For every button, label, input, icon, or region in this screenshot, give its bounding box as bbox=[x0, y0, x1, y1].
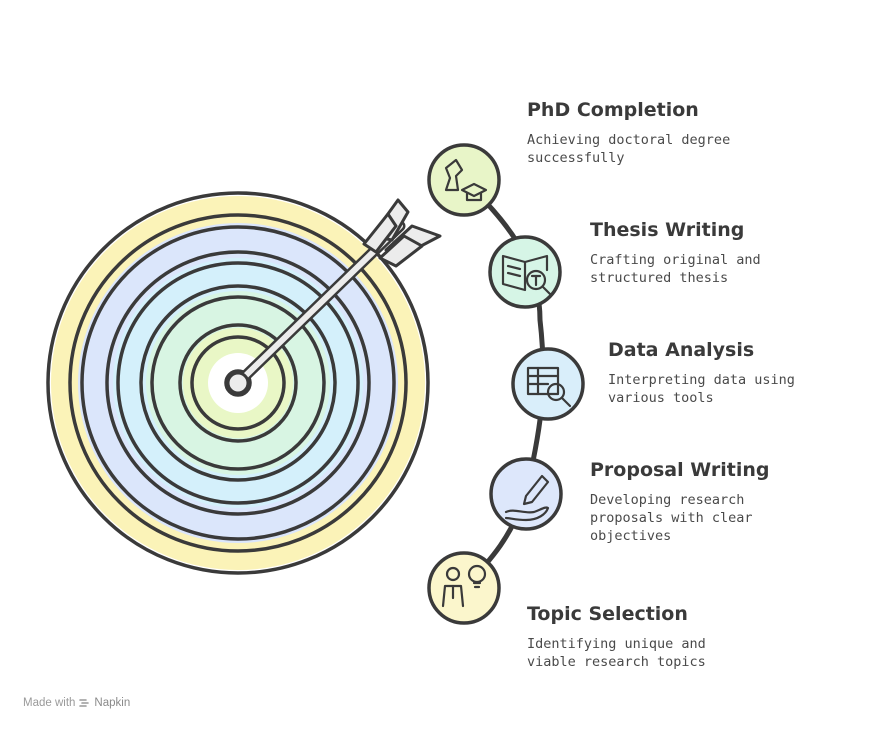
person-idea-icon bbox=[441, 564, 487, 608]
stage-node-data bbox=[511, 347, 585, 421]
stage-node-proposal bbox=[489, 457, 563, 531]
table-search-icon bbox=[526, 366, 572, 408]
stage-node-thesis bbox=[488, 235, 562, 309]
stage-thesis-writing: Thesis Writing Crafting original and str… bbox=[590, 219, 820, 287]
napkin-logo-icon bbox=[79, 698, 90, 707]
stage-description: Identifying unique and viable research t… bbox=[527, 636, 706, 670]
footer-attribution[interactable]: Made with Napkin bbox=[23, 697, 130, 709]
footer-prefix: Made with bbox=[23, 697, 76, 709]
stage-topic-selection: Topic Selection Identifying unique and v… bbox=[527, 603, 757, 671]
arrow bbox=[226, 198, 442, 395]
stage-title: Thesis Writing bbox=[590, 219, 745, 241]
stage-title: PhD Completion bbox=[527, 99, 699, 121]
footer-brand: Napkin bbox=[94, 697, 131, 709]
stage-description: Interpreting data using various tools bbox=[608, 372, 795, 406]
stage-title: Topic Selection bbox=[527, 603, 688, 625]
stage-description: Developing research proposals with clear… bbox=[590, 492, 753, 544]
stage-node-topic bbox=[427, 551, 501, 625]
stage-node-phd bbox=[427, 143, 501, 217]
stage-title: Proposal Writing bbox=[590, 459, 770, 481]
graduation-icon bbox=[444, 158, 488, 202]
stage-title: Data Analysis bbox=[608, 339, 755, 361]
pen-hand-icon bbox=[504, 474, 550, 522]
stage-data-analysis: Data Analysis Interpreting data using va… bbox=[608, 339, 838, 407]
stage-description: Crafting original and structured thesis bbox=[590, 252, 761, 286]
stage-proposal-writing: Proposal Writing Developing research pro… bbox=[590, 459, 820, 545]
stage-phd-completion: PhD Completion Achieving doctoral degree… bbox=[527, 99, 757, 167]
stage-description: Achieving doctoral degree successfully bbox=[527, 132, 731, 166]
book-search-icon bbox=[501, 254, 552, 296]
